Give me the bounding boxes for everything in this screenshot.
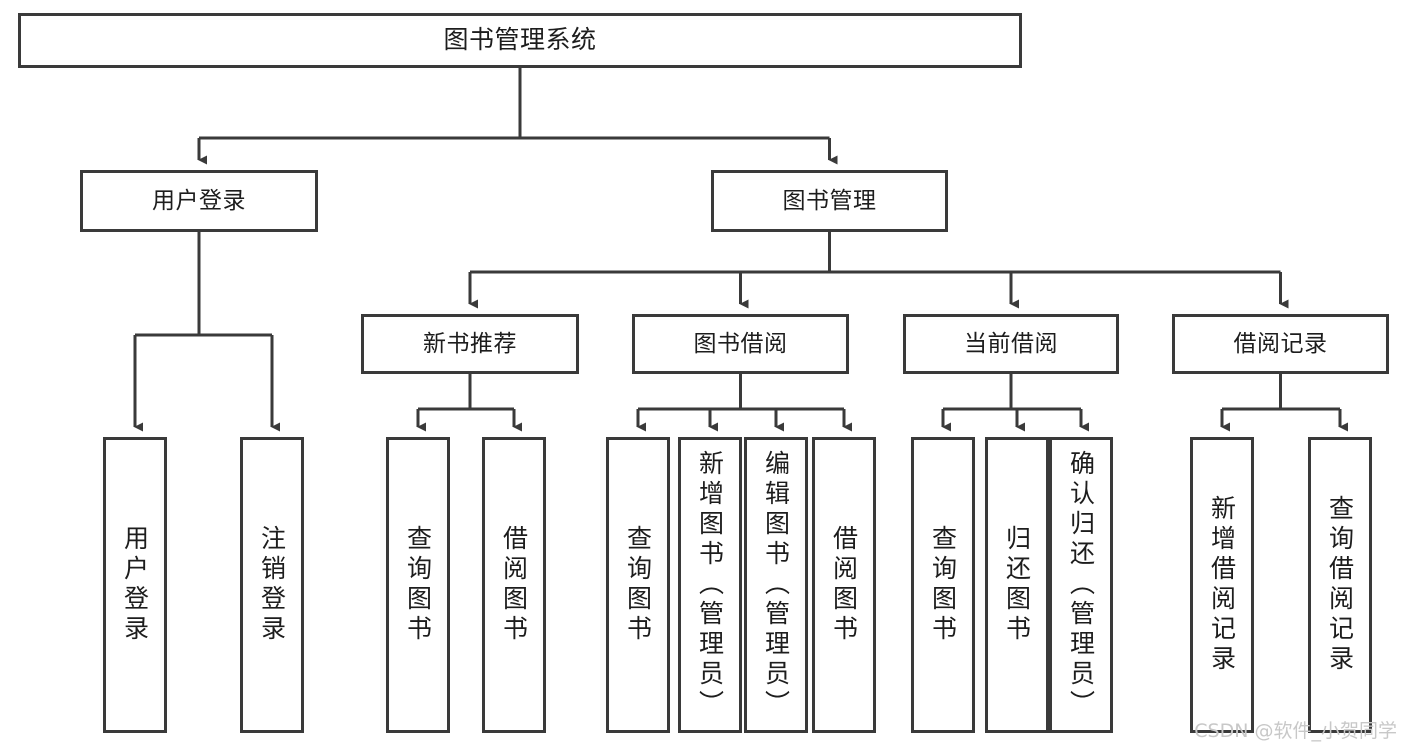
node-current[interactable]: 当前借阅 <box>903 314 1119 374</box>
node-label: 借阅图书 <box>499 525 529 645</box>
node-leaf-bw-edit[interactable]: 编辑图书（管理员） <box>744 437 808 733</box>
csdn-watermark: CSDN @软件_小贺同学 <box>1194 720 1397 742</box>
node-label: 新增借阅记录 <box>1207 495 1237 675</box>
node-label: 归还图书 <box>1002 525 1032 645</box>
node-label: 新增图书（管理员） <box>695 450 725 720</box>
node-label: 用户登录 <box>120 525 150 645</box>
node-bookmgmt[interactable]: 图书管理 <box>711 170 948 232</box>
node-login[interactable]: 用户登录 <box>80 170 318 232</box>
node-label: 注销登录 <box>257 525 287 645</box>
node-leaf-cu-query[interactable]: 查询图书 <box>911 437 975 733</box>
node-leaf-rc-add[interactable]: 新增借阅记录 <box>1190 437 1254 733</box>
node-label: 借阅记录 <box>1233 330 1328 357</box>
node-label: 查询图书 <box>623 525 653 645</box>
node-leaf-rc-query[interactable]: 查询借阅记录 <box>1308 437 1372 733</box>
node-label: 查询借阅记录 <box>1325 495 1355 675</box>
node-label: 编辑图书（管理员） <box>761 450 791 720</box>
node-leaf-bw-borrow[interactable]: 借阅图书 <box>812 437 876 733</box>
node-leaf-nb-query[interactable]: 查询图书 <box>386 437 450 733</box>
node-label: 查询图书 <box>403 525 433 645</box>
node-records[interactable]: 借阅记录 <box>1172 314 1389 374</box>
node-root[interactable]: 图书管理系统 <box>18 13 1022 68</box>
node-borrow[interactable]: 图书借阅 <box>632 314 849 374</box>
node-leaf-cu-return[interactable]: 归还图书 <box>985 437 1049 733</box>
node-leaf-bw-add[interactable]: 新增图书（管理员） <box>678 437 742 733</box>
node-newbook[interactable]: 新书推荐 <box>361 314 579 374</box>
node-label: 查询图书 <box>928 525 958 645</box>
node-label: 借阅图书 <box>829 525 859 645</box>
node-label: 确认归还（管理员） <box>1066 450 1096 720</box>
node-label: 图书管理 <box>782 187 877 214</box>
node-label: 用户登录 <box>152 187 246 214</box>
node-leaf-bw-query[interactable]: 查询图书 <box>606 437 670 733</box>
node-label: 新书推荐 <box>423 330 517 357</box>
node-label: 图书借阅 <box>693 330 788 357</box>
node-label: 图书管理系统 <box>443 25 597 55</box>
node-leaf-user-logout[interactable]: 注销登录 <box>240 437 304 733</box>
node-leaf-cu-confirm[interactable]: 确认归还（管理员） <box>1049 437 1113 733</box>
node-leaf-nb-borrow[interactable]: 借阅图书 <box>482 437 546 733</box>
node-label: 当前借阅 <box>964 330 1058 357</box>
node-leaf-user-login[interactable]: 用户登录 <box>103 437 167 733</box>
